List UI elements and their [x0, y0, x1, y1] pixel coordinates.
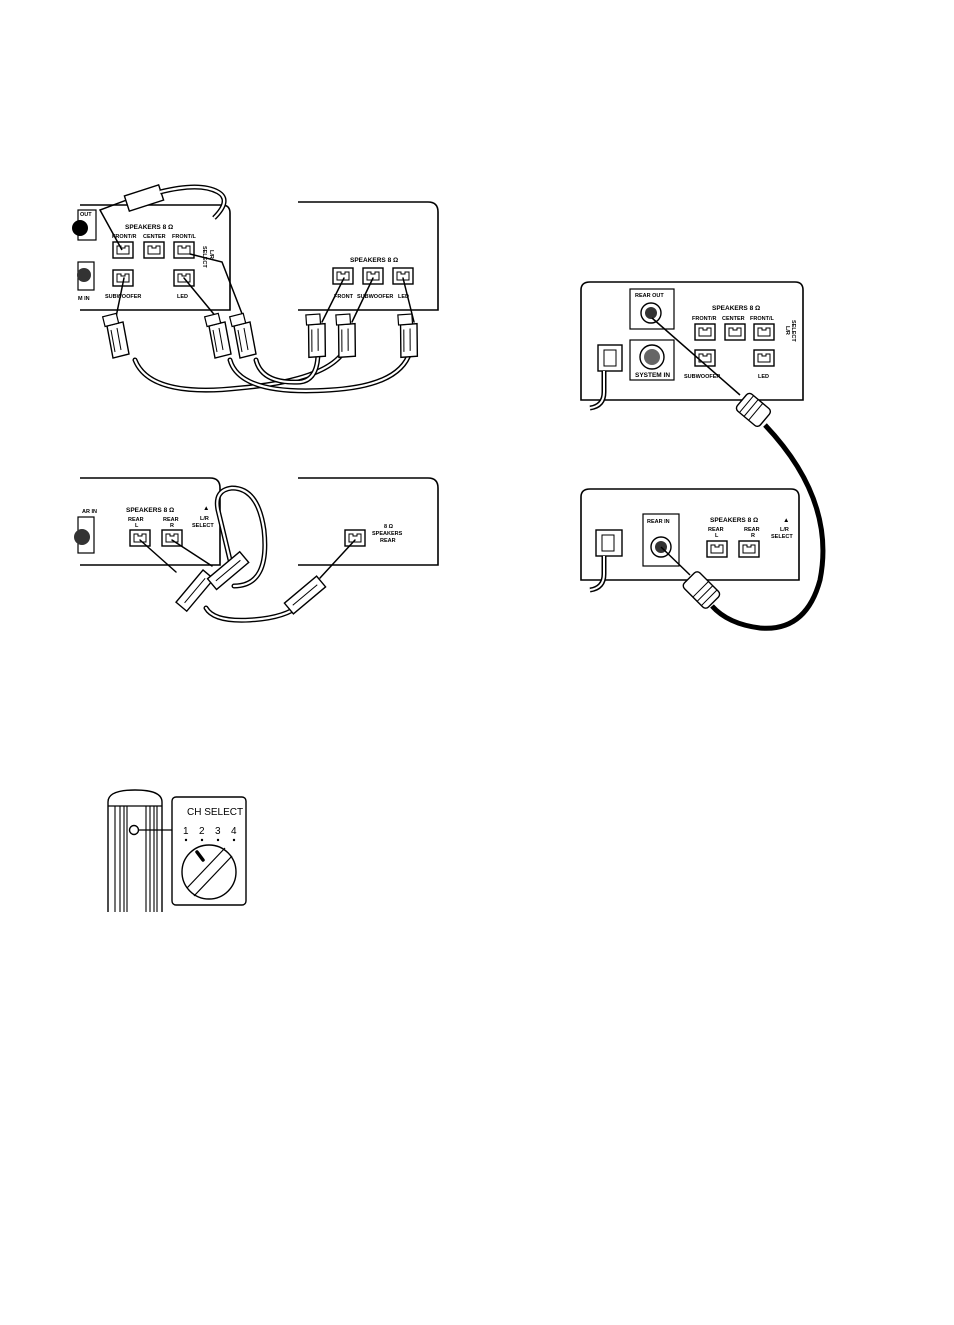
plug-rear-r — [206, 550, 250, 591]
rear-r-jack — [161, 529, 183, 547]
rear-speakers-label: SPEAKERS 8 Ω — [126, 507, 174, 514]
rear-speaker-ohm-label: 8 Ω — [384, 524, 394, 530]
diagram-system-cable-connection: REAR OUT SPEAKERS 8 Ω FRONT/R CENTER FRO… — [580, 281, 826, 631]
lr-label: L/R — [784, 326, 790, 335]
ch-select-label: CH SELECT — [187, 807, 243, 818]
lr2-label: L/R — [780, 527, 789, 533]
front-l-label: FRONT/L — [172, 234, 196, 240]
rear2-r-label: R — [751, 533, 755, 539]
rear-in-label: AR IN — [82, 509, 97, 515]
rear-out-label: REAR OUT — [635, 293, 664, 299]
ch-1-dot — [184, 838, 188, 842]
diagram-front-speaker-connection: OUT M IN SPEAKERS 8 Ω FRONT/R CENTER FRO… — [72, 183, 439, 394]
plug-rear-speaker — [283, 575, 327, 615]
center-label: CENTER — [722, 316, 745, 322]
ch-3-dot — [216, 838, 220, 842]
ch-2-dot — [200, 838, 204, 842]
center-jack — [724, 323, 746, 341]
plug-subwoofer — [101, 312, 130, 359]
front-l-label: FRONT/L — [750, 316, 774, 322]
rear-unit-panel — [80, 477, 221, 566]
speaker-column — [107, 789, 163, 912]
ch-select-dial[interactable] — [181, 844, 237, 900]
rear-in-label: REAR IN — [647, 519, 670, 525]
rear-r-header: REAR — [163, 517, 179, 523]
center-label: CENTER — [143, 234, 166, 240]
select2-label: SELECT — [771, 534, 793, 540]
rear-l-header: REAR — [128, 517, 144, 523]
select-label: SELECT — [790, 320, 796, 342]
rear-speaker-unit-panel — [298, 477, 439, 566]
ch-select-hole — [128, 824, 140, 836]
rear-speaker-speakers-label: SPEAKERS — [372, 531, 403, 537]
front-l-jack — [173, 241, 195, 259]
plug-spk2-subwoofer — [328, 310, 364, 361]
led-jack — [753, 349, 775, 367]
rear-lr-label: L/R — [200, 516, 209, 522]
rear2-l-header: REAR — [708, 527, 724, 533]
center-jack — [143, 241, 165, 259]
rear-out-label: OUT — [80, 212, 92, 218]
rear2-l-label: L — [715, 533, 719, 539]
rear2-l-jack — [706, 540, 728, 558]
system-in-label: M IN — [78, 296, 90, 302]
rear-l-jack — [129, 529, 151, 547]
spk2-speakers-label: SPEAKERS 8 Ω — [350, 257, 398, 264]
rear-r-label: R — [170, 523, 174, 529]
rear-speaker-rear-label: REAR — [380, 538, 396, 544]
spk2-subwoofer-jack — [362, 267, 384, 285]
front-r-label: FRONT/R — [692, 316, 716, 322]
ch-3-label: 3 — [215, 826, 221, 837]
subwoofer-label: SUBWOOFER — [105, 294, 141, 300]
rear-out-din-icon — [72, 220, 88, 236]
speakers-label: SPEAKERS 8 Ω — [712, 305, 760, 312]
led-label: LED — [177, 294, 188, 300]
plug-spk2-led — [390, 310, 426, 361]
rear2-r-jack — [738, 540, 760, 558]
spk2-subwoofer-label: SUBWOOFER — [357, 294, 393, 300]
spk2-front-label: FRONT — [334, 294, 354, 300]
ch-4-label: 4 — [231, 826, 237, 837]
spk2-led-label: LED — [398, 294, 409, 300]
rear-select-label: SELECT — [192, 523, 214, 529]
diagram-rear-speaker-connection: AR IN SPEAKERS 8 Ω REAR L REAR R ▲ L/R S… — [74, 477, 439, 623]
system-cable-plug-top — [735, 392, 772, 428]
front-l-jack — [753, 323, 775, 341]
led-label: LED — [758, 374, 769, 380]
rear-speaker-jack — [344, 529, 366, 547]
spk2-led-jack — [392, 267, 414, 285]
top-unit-panel — [580, 281, 804, 401]
ch-4-dot — [232, 838, 236, 842]
system-cable-plug-bottom — [682, 571, 721, 609]
ch-2-label: 2 — [199, 826, 205, 837]
rear-in-din-icon — [74, 529, 90, 545]
system-in-din-icon — [77, 268, 91, 282]
plug-led — [203, 312, 232, 359]
plug-rear-l — [175, 569, 215, 613]
dial-pointer — [195, 850, 205, 862]
system-cable — [651, 317, 826, 631]
system-in-label: SYSTEM IN — [635, 372, 670, 379]
rear2-select-arrow-icon: ▲ — [783, 517, 789, 524]
diagram-channel-select: CH SELECT 1 2 3 4 — [107, 789, 247, 912]
plug-front-l — [228, 312, 257, 359]
speakers2-label: SPEAKERS 8 Ω — [710, 517, 758, 524]
speakers-label: SPEAKERS 8 Ω — [125, 224, 173, 231]
plug-spk2-front — [298, 310, 334, 361]
ch-1-label: 1 — [183, 826, 189, 837]
front-r-jack — [694, 323, 716, 341]
front-r-label: FRONT/R — [112, 234, 136, 240]
lr-select-label: L/R — [208, 250, 214, 259]
rear2-r-header: REAR — [744, 527, 760, 533]
rear-cables — [139, 485, 356, 623]
rear-l-label: L — [135, 523, 139, 529]
rear-select-arrow-icon: ▲ — [203, 505, 209, 512]
front-r-jack — [112, 241, 134, 259]
subwoofer-label: SUBWOOFER — [684, 374, 720, 380]
